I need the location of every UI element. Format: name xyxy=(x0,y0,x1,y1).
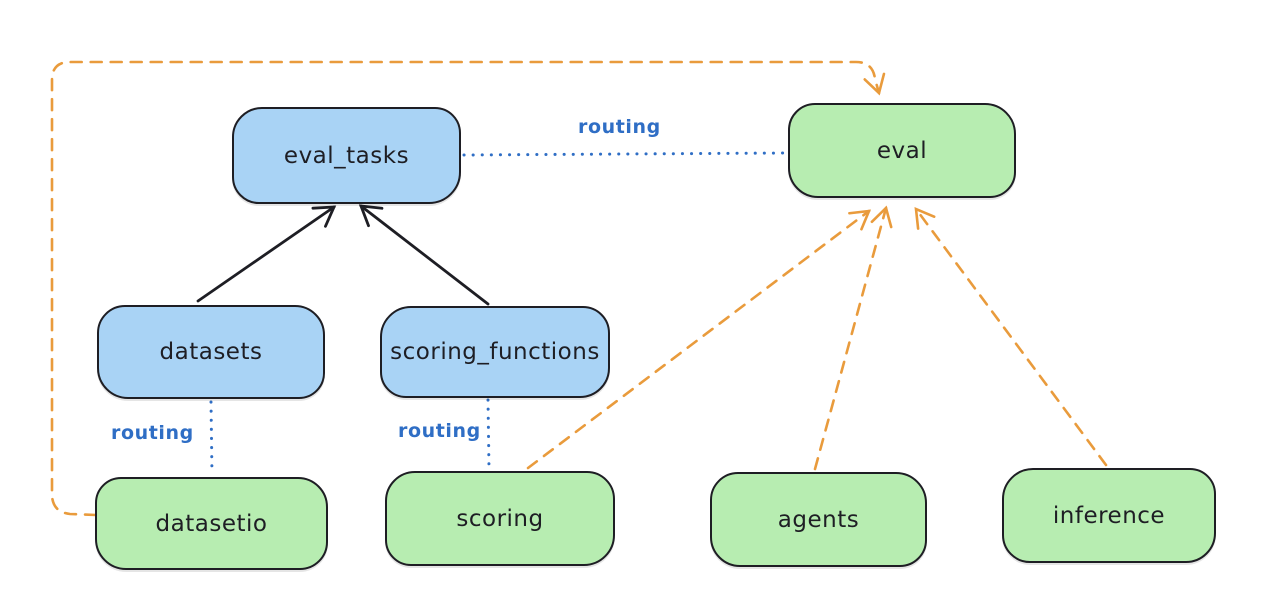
node-label: datasetio xyxy=(155,510,268,537)
node-label: eval_tasks xyxy=(283,142,410,169)
node-label: agents xyxy=(777,506,860,533)
edge-agents-to-eval xyxy=(813,205,893,471)
edge-scoring-functions-to-eval-tasks xyxy=(358,204,490,306)
node-scoring-functions: scoring_functions xyxy=(380,306,610,398)
edge-datasetio-to-eval-loop xyxy=(50,60,886,517)
edge-label-routing-datasets-datasetio: routing xyxy=(111,422,194,444)
edge-label-routing-eval-tasks-eval: routing xyxy=(578,116,661,138)
node-label: datasets xyxy=(159,339,263,365)
node-eval: eval xyxy=(788,103,1016,198)
edge-datasets-to-datasetio-routing xyxy=(209,400,214,476)
node-datasets: datasets xyxy=(97,305,325,399)
node-label: scoring_functions xyxy=(390,339,600,365)
node-agents: agents xyxy=(710,472,927,567)
edge-scoring-to-eval xyxy=(526,209,872,470)
node-scoring: scoring xyxy=(385,471,615,566)
edge-datasets-to-eval-tasks xyxy=(196,205,337,303)
node-datasetio: datasetio xyxy=(95,477,328,570)
node-inference: inference xyxy=(1002,468,1216,563)
node-label: inference xyxy=(1052,502,1166,529)
node-label: scoring xyxy=(456,505,544,532)
edge-label-routing-scoring-functions-scoring: routing xyxy=(398,420,481,442)
node-eval-tasks: eval_tasks xyxy=(232,107,461,204)
edge-scoring-functions-to-scoring-routing xyxy=(486,398,491,470)
edge-eval-tasks-to-eval-routing xyxy=(462,151,787,157)
node-label: eval xyxy=(876,137,928,164)
edge-inference-to-eval xyxy=(914,206,1108,467)
